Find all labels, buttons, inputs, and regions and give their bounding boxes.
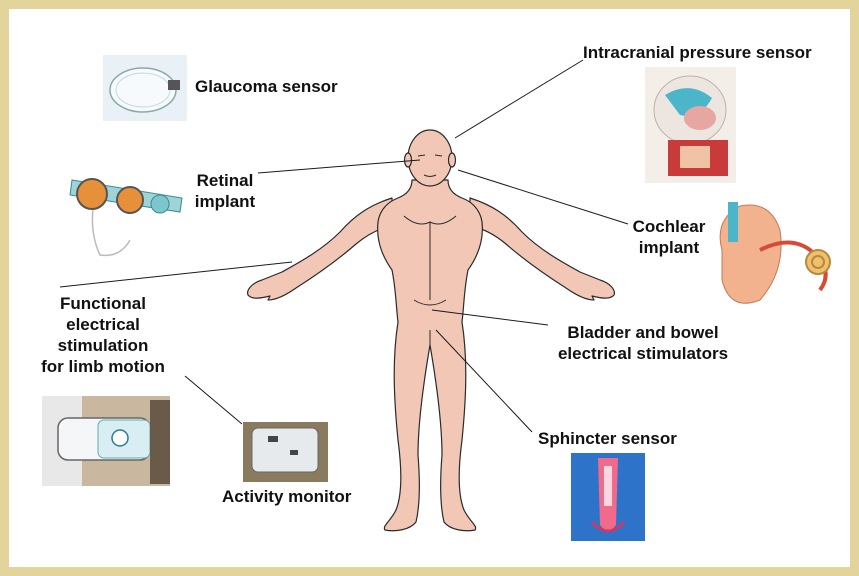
label-intracranial-pressure-sensor: Intracranial pressure sensor [583, 42, 812, 63]
label-retinal-line-2: implant [190, 191, 260, 212]
activity-monitor-image [243, 422, 328, 482]
head [408, 130, 452, 186]
label-bladder-bowel-stimulators: Bladder and bowel electrical stimulators [546, 322, 740, 364]
label-bladder-line-2: electrical stimulators [546, 343, 740, 364]
sphincter-sensor-image [571, 453, 645, 541]
retinal-implant-image [66, 152, 184, 262]
label-cochlear-line-1: Cochlear [628, 216, 710, 237]
left-arm [248, 198, 392, 300]
leader-retinal [258, 160, 420, 173]
label-fes-line-1: Functional [28, 293, 178, 314]
label-retinal-implant: Retinal implant [190, 170, 260, 212]
cochlear-implant-image [710, 200, 842, 316]
label-fes-line-4: for limb motion [28, 356, 178, 377]
label-glaucoma-sensor: Glaucoma sensor [195, 76, 338, 97]
label-cochlear-line-2: implant [628, 237, 710, 258]
label-bladder-line-1: Bladder and bowel [546, 322, 740, 343]
label-cochlear-implant: Cochlear implant [628, 216, 710, 258]
label-activity-monitor: Activity monitor [222, 486, 351, 507]
label-sphincter-sensor: Sphincter sensor [538, 428, 677, 449]
label-fes-line-3: stimulation [28, 335, 178, 356]
glaucoma-sensor-image [103, 55, 187, 121]
label-retinal-line-1: Retinal [190, 170, 260, 191]
label-functional-electrical-stimulation: Functional electrical stimulation for li… [28, 293, 178, 377]
fes-device-image [42, 396, 170, 486]
leader-intracranial [455, 60, 583, 138]
intracranial-sensor-image [645, 67, 736, 183]
leader-activity [185, 376, 242, 424]
label-fes-line-2: electrical [28, 314, 178, 335]
